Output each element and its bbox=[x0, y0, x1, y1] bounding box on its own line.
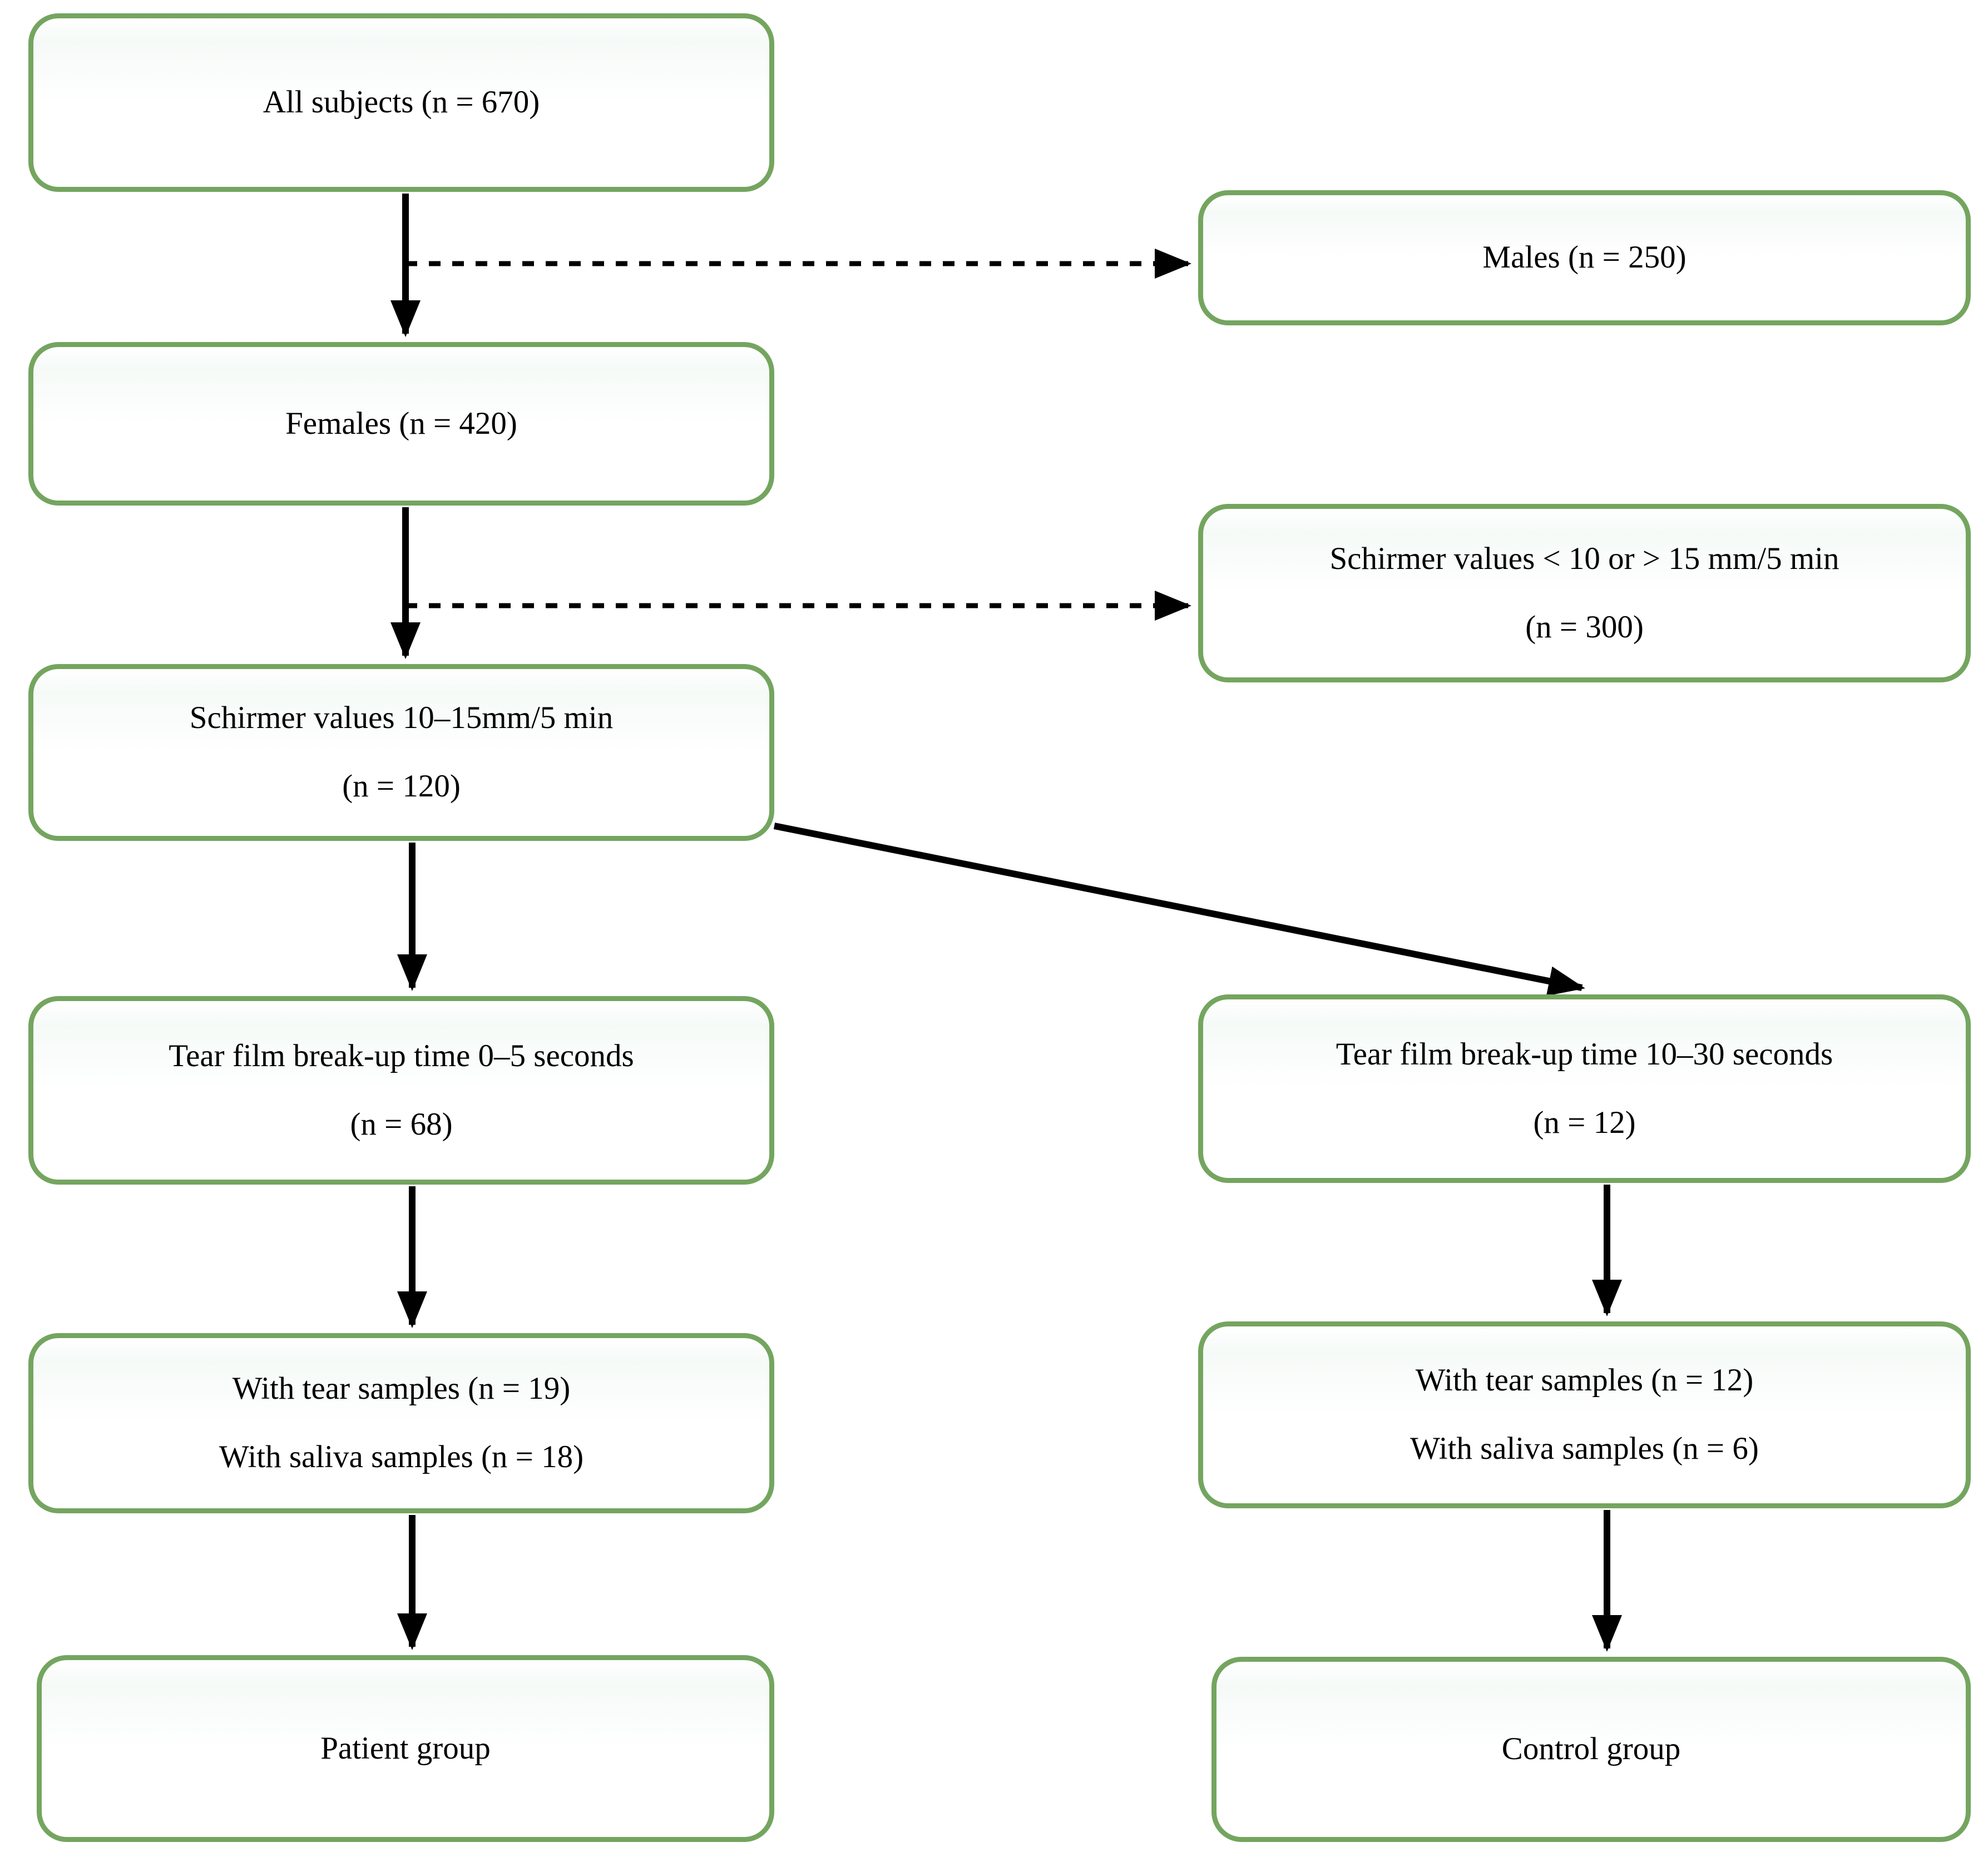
node-all-subjects-text: All subjects (n = 670) bbox=[263, 85, 540, 120]
node-patient-group-text: Patient group bbox=[320, 1730, 491, 1766]
node-patient-samples-tear: With tear samples (n = 19) bbox=[232, 1371, 571, 1407]
node-schirmer-included-text: Schirmer values 10–15mm/5 min bbox=[189, 700, 614, 736]
node-schirmer-included-count: (n = 120) bbox=[342, 769, 461, 804]
node-tbut-short-count: (n = 68) bbox=[350, 1106, 453, 1142]
node-patient-samples: With tear samples (n = 19) With saliva s… bbox=[28, 1333, 774, 1513]
node-tbut-long: Tear film break-up time 10–30 seconds (n… bbox=[1198, 994, 1971, 1183]
node-schirmer-excluded-count: (n = 300) bbox=[1525, 609, 1644, 645]
node-schirmer-included: Schirmer values 10–15mm/5 min (n = 120) bbox=[28, 664, 774, 841]
node-tbut-long-text: Tear film break-up time 10–30 seconds bbox=[1336, 1036, 1833, 1072]
node-tbut-long-count: (n = 12) bbox=[1533, 1105, 1636, 1140]
node-control-group-text: Control group bbox=[1501, 1731, 1681, 1767]
node-females-text: Females (n = 420) bbox=[285, 405, 517, 441]
node-males-text: Males (n = 250) bbox=[1482, 240, 1687, 275]
node-tbut-short: Tear film break-up time 0–5 seconds (n =… bbox=[28, 996, 774, 1185]
node-schirmer-excluded: Schirmer values < 10 or > 15 mm/5 min (n… bbox=[1198, 504, 1971, 682]
node-females: Females (n = 420) bbox=[28, 342, 774, 506]
node-all-subjects: All subjects (n = 670) bbox=[28, 13, 774, 192]
node-males: Males (n = 250) bbox=[1198, 190, 1971, 325]
node-control-group: Control group bbox=[1211, 1657, 1971, 1842]
node-control-samples-saliva: With saliva samples (n = 6) bbox=[1410, 1431, 1759, 1466]
arrow-schirmer-included-to-tbut-long bbox=[773, 823, 1585, 996]
node-control-samples-tear: With tear samples (n = 12) bbox=[1415, 1363, 1754, 1398]
node-schirmer-excluded-text: Schirmer values < 10 or > 15 mm/5 min bbox=[1329, 541, 1839, 576]
node-control-samples: With tear samples (n = 12) With saliva s… bbox=[1198, 1321, 1971, 1508]
node-tbut-short-text: Tear film break-up time 0–5 seconds bbox=[169, 1038, 634, 1073]
node-patient-group: Patient group bbox=[37, 1655, 774, 1842]
node-patient-samples-saliva: With saliva samples (n = 18) bbox=[219, 1439, 584, 1474]
